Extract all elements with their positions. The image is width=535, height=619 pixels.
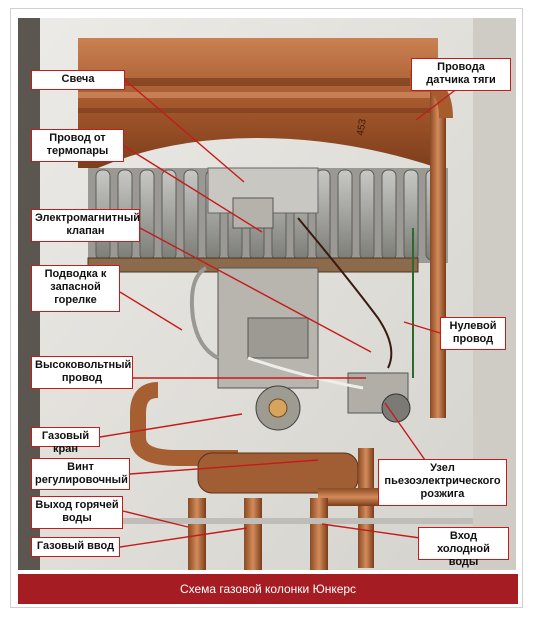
label-gas-tap: Газовый кран <box>31 427 100 455</box>
label-gas-inlet: Газовый ввод <box>31 537 120 557</box>
label-neutral-wire: Нулевой провод <box>440 317 506 350</box>
label-pilot-feed: Подводка к запасной горелке <box>31 265 120 312</box>
exchanger-marking: 453 <box>355 118 369 137</box>
label-spark: Свеча <box>31 70 125 90</box>
label-draft-sensor-wires: Провода датчика тяги <box>411 58 511 91</box>
label-adjust-screw: Винт регулировочный <box>31 458 130 490</box>
label-piezo-unit: Узел пьезоэлектрического розжига <box>378 459 507 506</box>
label-cold-water-in: Вход холодной воды <box>418 527 509 568</box>
figure-caption: Схема газовой колонки Юнкерс <box>179 582 357 596</box>
label-hot-water-out: Выход горячей воды <box>31 496 123 529</box>
caption-bar: Схема газовой колонки Юнкерс <box>18 574 518 604</box>
label-hv-wire: Высоковольтный провод <box>31 356 133 389</box>
label-thermocouple-wire: Провод от термопары <box>31 129 124 162</box>
label-solenoid-valve: Электромагнитный клапан <box>31 209 140 242</box>
